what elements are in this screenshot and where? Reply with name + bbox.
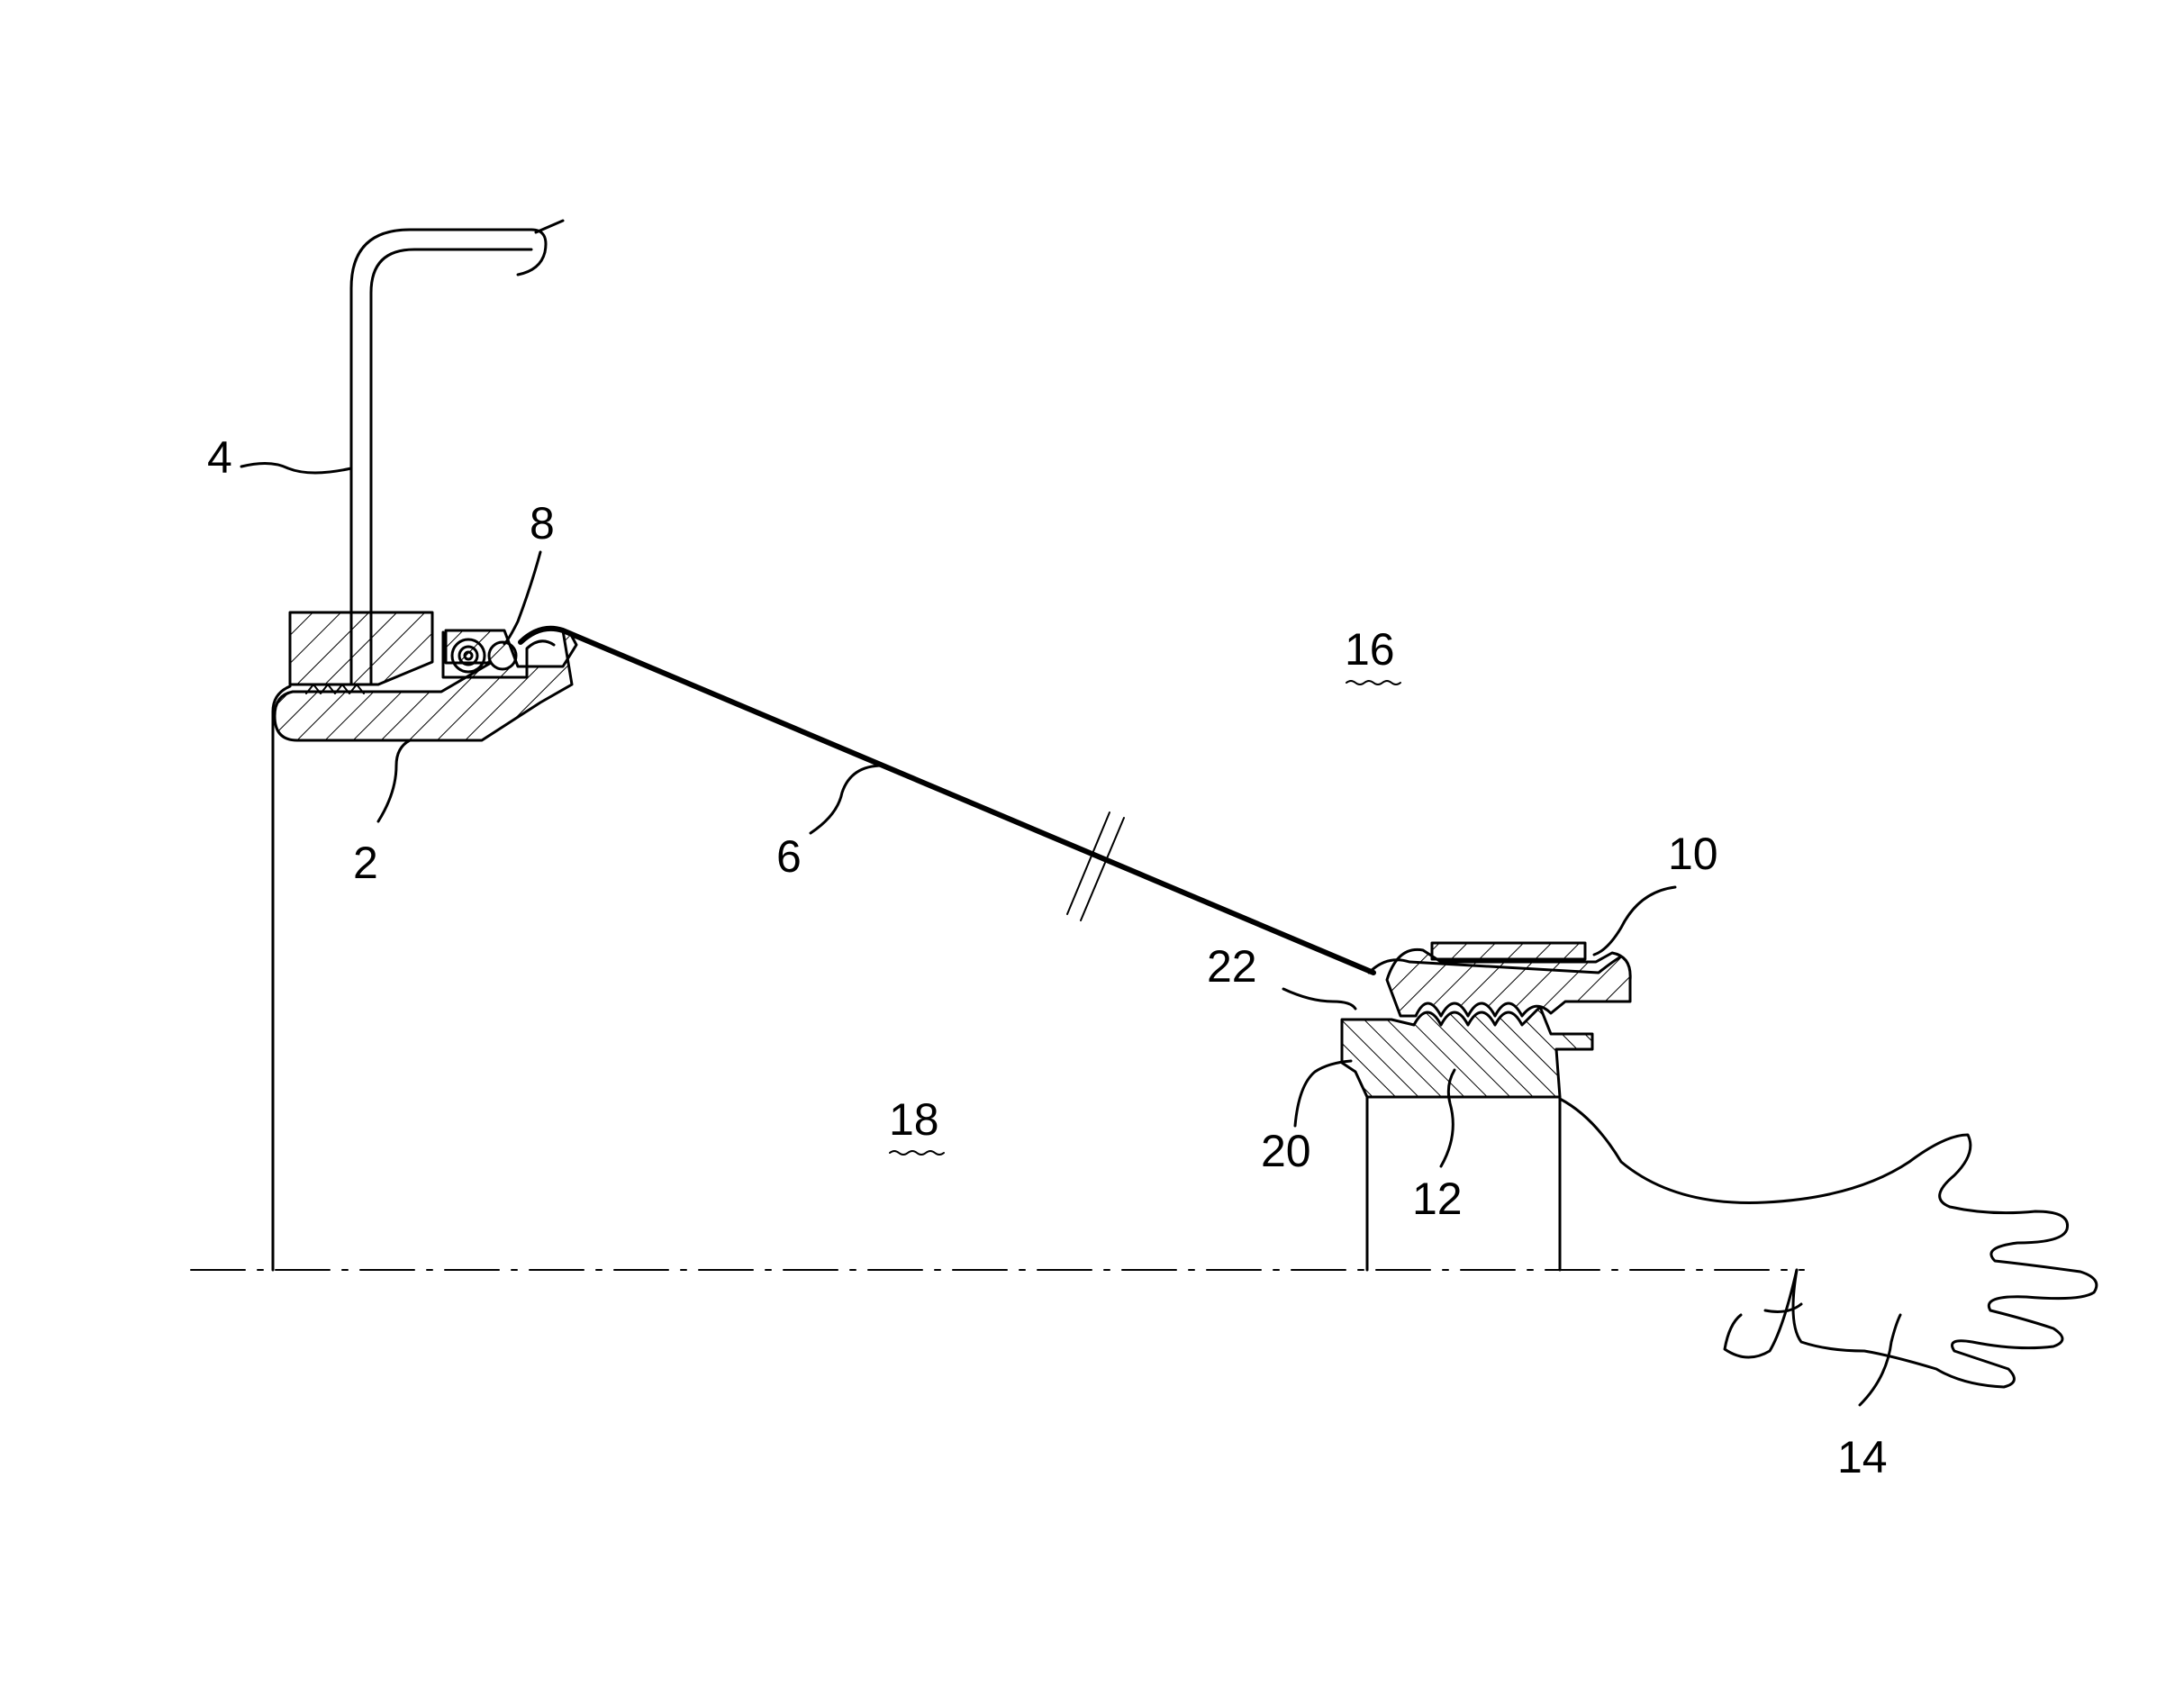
part-14-glove-cuff: [1725, 1270, 1797, 1357]
leader-10: [1594, 887, 1675, 955]
label-ref-22: 22: [1207, 941, 1257, 992]
label-ref-8: 8: [530, 498, 555, 548]
label-ref-4: 4: [207, 432, 232, 483]
label-ref-2: 2: [353, 838, 378, 888]
leader-22: [1283, 989, 1355, 1009]
leader-6: [811, 766, 883, 833]
label-ref-12: 12: [1412, 1174, 1463, 1224]
break-mark-1: [1067, 812, 1110, 914]
label-ref-20: 20: [1261, 1126, 1311, 1176]
label-ref-6: 6: [776, 831, 802, 882]
underline-18: [890, 1151, 944, 1155]
leader-14: [1860, 1315, 1900, 1405]
part-6-membrane: [521, 629, 1373, 973]
left-wall-outline: [273, 686, 290, 1270]
part-12-threaded-base: [1342, 1007, 1592, 1097]
part-14-glove-thumb: [1765, 1304, 1801, 1311]
part-2-clamp-block: [290, 612, 432, 684]
label-ref-14: 14: [1837, 1432, 1888, 1482]
leader-4: [241, 463, 351, 473]
label-ref-10: 10: [1668, 829, 1718, 879]
underline-16: [1346, 681, 1400, 684]
part-10-top-strip: [1432, 943, 1585, 959]
break-mark-2: [1081, 818, 1124, 920]
label-ref-18: 18: [889, 1094, 939, 1145]
label-ref-16: 16: [1345, 624, 1395, 675]
leader-20: [1295, 1061, 1351, 1126]
part-14-glove: [1560, 1099, 2097, 1387]
part-4-tube-end: [536, 221, 563, 232]
leader-2: [378, 740, 410, 821]
